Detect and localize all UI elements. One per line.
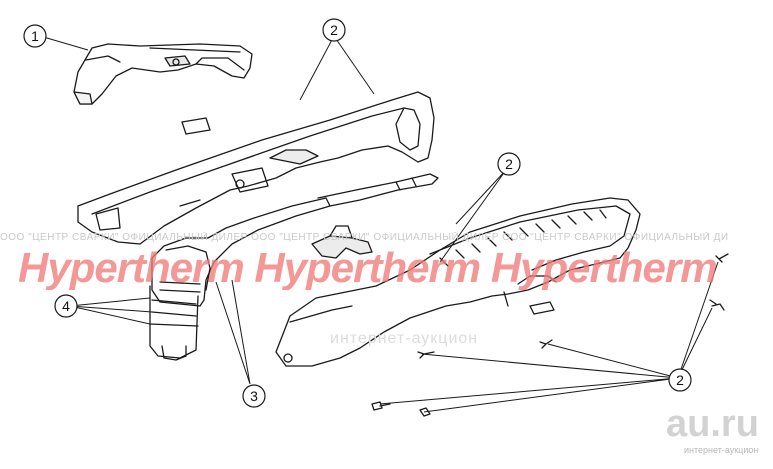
insert-plate bbox=[529, 301, 555, 315]
svg-text:1: 1 bbox=[31, 28, 39, 44]
au-ru-logo: au.ru bbox=[666, 403, 759, 445]
auction-watermark-text: интернет-аукцион bbox=[330, 330, 479, 347]
label-plate bbox=[181, 117, 211, 135]
svg-text:4: 4 bbox=[62, 298, 70, 314]
callouts: 1 2 2 2 3 4 bbox=[23, 18, 692, 408]
assembled-torch bbox=[73, 43, 253, 105]
callout-3: 3 bbox=[242, 384, 266, 408]
hypertherm-watermark: Hypertherm Hypertherm Hypertherm bbox=[18, 246, 718, 290]
svg-text:2: 2 bbox=[676, 372, 684, 388]
callout-2-top: 2 bbox=[322, 18, 346, 42]
callout-1: 1 bbox=[23, 24, 47, 48]
callout-4: 4 bbox=[54, 294, 78, 318]
trigger bbox=[311, 225, 373, 259]
consumable-rings bbox=[159, 281, 201, 293]
callout-2-bottom: 2 bbox=[668, 368, 692, 392]
au-ru-tagline: интернет-аукцион bbox=[684, 445, 759, 455]
svg-text:3: 3 bbox=[250, 388, 258, 404]
screws bbox=[371, 253, 729, 417]
torch-head-assembly bbox=[149, 173, 439, 361]
callout-2-middle: 2 bbox=[497, 152, 521, 176]
svg-text:2: 2 bbox=[330, 22, 338, 38]
svg-text:2: 2 bbox=[505, 156, 513, 172]
dealer-watermark-line: ООО "ЦЕНТР СВАРКИ" ОФИЦИАЛЬНЫЙ ДИЛЕР ООО… bbox=[0, 232, 729, 243]
leader-lines bbox=[39, 35, 719, 413]
handle-shell-left bbox=[77, 91, 435, 245]
handle-shell-right bbox=[275, 197, 641, 367]
